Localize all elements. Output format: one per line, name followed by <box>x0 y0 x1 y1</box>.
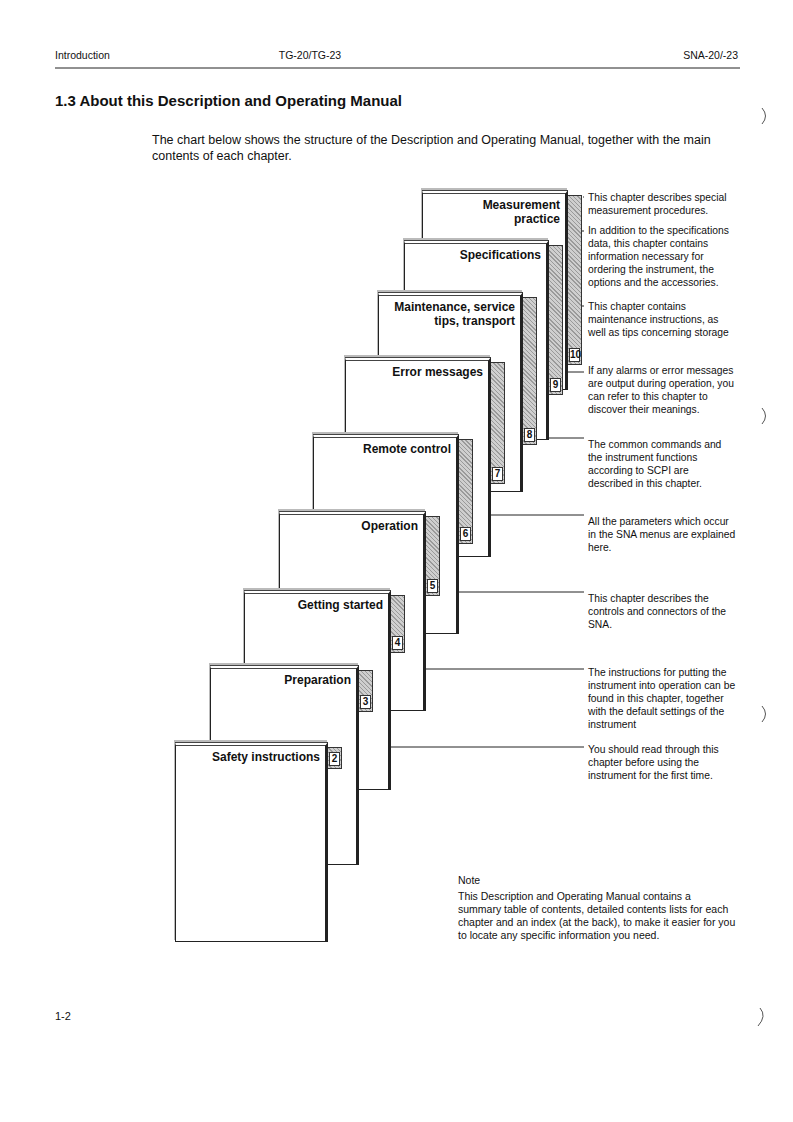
section-title: 1.3 About this Description and Operating… <box>55 92 402 111</box>
chapter-number: 8 <box>524 428 535 442</box>
chapter-tab: 8 <box>523 297 537 445</box>
punch-mark <box>762 108 766 124</box>
chapter-callout: In addition to the specifications data, … <box>588 224 736 289</box>
chapter-number: 2 <box>329 752 340 766</box>
chapter-title: Maintenance, service tips, transport <box>375 300 515 328</box>
chapter-number: 6 <box>460 527 471 541</box>
punch-mark <box>762 706 766 722</box>
chapter-tab: 2 <box>328 747 342 769</box>
note-heading: Note <box>458 874 578 887</box>
chapter-callout: The instructions for putting the instrum… <box>588 666 736 731</box>
chapter-title: Measurement practice <box>468 198 560 226</box>
chapter-title: Safety instructions <box>180 750 320 764</box>
chapter-tab: 9 <box>549 245 563 395</box>
chapter-tab: 3 <box>359 670 373 712</box>
chapter-number: 10 <box>569 348 580 362</box>
chapter-callout: If any alarms or error messages are outp… <box>588 364 736 416</box>
intro-paragraph: The chart below shows the structure of t… <box>152 133 742 164</box>
chapter-tab: 7 <box>491 362 505 484</box>
chapter-title: Operation <box>280 519 418 533</box>
chapter-callout: The common commands and the instrument f… <box>588 438 736 490</box>
chapter-page: Safety instructions2 <box>175 742 328 942</box>
chapter-title: Remote control <box>313 442 451 456</box>
chapter-tab: 6 <box>459 439 473 544</box>
running-header: SNA-20/-23 <box>683 49 738 62</box>
chapter-tab: 5 <box>426 516 440 596</box>
chapter-tab: 10 <box>568 195 582 365</box>
chapter-title: Preparation <box>213 673 351 687</box>
chapter-callout: You should read through this chapter bef… <box>588 743 736 782</box>
chapter-number: 9 <box>550 378 561 392</box>
running-header: Introduction <box>55 49 110 62</box>
chapter-number: 4 <box>392 636 403 650</box>
chapter-callout: This chapter describes the controls and … <box>588 592 736 631</box>
leader-line <box>583 197 584 198</box>
chapter-number: 3 <box>360 695 371 709</box>
page-number: 1-2 <box>55 1010 71 1024</box>
chapter-tab: 4 <box>391 595 405 653</box>
chapter-callout: This chapter contains maintenance instru… <box>588 300 736 339</box>
chapter-title: Error messages <box>345 365 483 379</box>
punch-mark <box>758 1008 763 1026</box>
chapter-callout: All the parameters which occur in the SN… <box>588 515 736 554</box>
punch-mark <box>762 408 766 424</box>
chapter-callout: This chapter describes special measureme… <box>588 191 736 217</box>
note-text: This Description and Operating Manual co… <box>458 890 736 943</box>
chapter-title: Specifications <box>403 248 541 262</box>
header-rule <box>55 68 740 69</box>
chapter-number: 5 <box>427 579 438 593</box>
chapter-title: Getting started <box>245 598 383 612</box>
running-header: TG-20/TG-23 <box>279 49 341 62</box>
chapter-number: 7 <box>492 467 503 481</box>
